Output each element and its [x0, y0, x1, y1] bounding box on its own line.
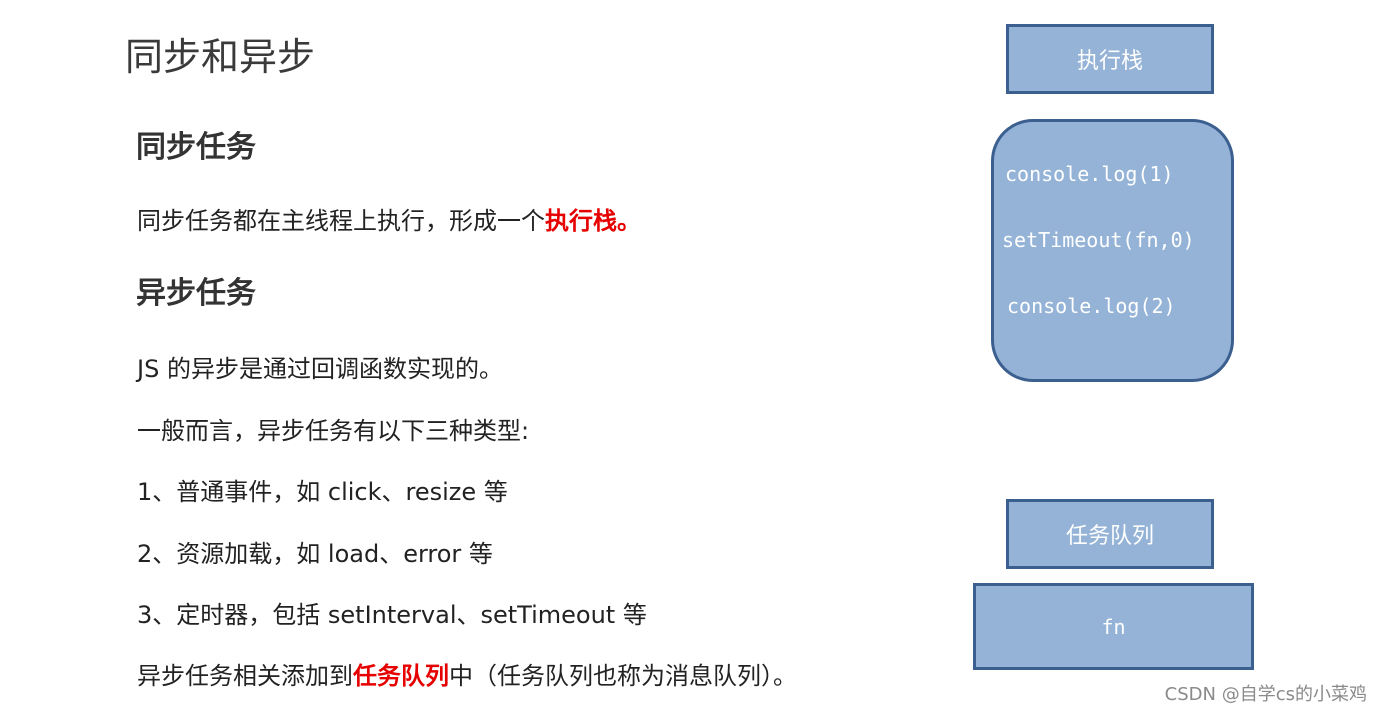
- sync-desc-highlight: 执行栈。: [545, 207, 641, 235]
- stack-item: console.log(1): [1005, 162, 1174, 186]
- async-summary-highlight: 任务队列: [353, 662, 449, 690]
- async-types-intro: 一般而言，异步任务有以下三种类型:: [137, 417, 530, 445]
- execution-stack-box: console.log(1) setTimeout(fn,0) console.…: [991, 119, 1234, 382]
- sync-desc-text: 同步任务都在主线程上执行，形成一个: [137, 207, 545, 235]
- task-queue-box: fn: [973, 583, 1254, 670]
- execution-stack-label: 执行栈: [1076, 49, 1143, 74]
- task-queue-label-box: 任务队列: [1006, 499, 1214, 569]
- async-type-timers: 3、定时器，包括 setInterval、setTimeout 等: [137, 601, 647, 629]
- watermark: CSDN @自学cs的小菜鸡: [1164, 684, 1367, 705]
- queue-item: fn: [1101, 614, 1126, 639]
- async-summary-line: 异步任务相关添加到任务队列中（任务队列也称为消息队列）。: [137, 656, 797, 691]
- async-type-events: 1、普通事件，如 click、resize 等: [137, 478, 508, 506]
- async-callback-line: JS 的异步是通过回调函数实现的。: [137, 355, 503, 383]
- stack-item: setTimeout(fn,0): [1002, 228, 1195, 252]
- execution-stack-label-box: 执行栈: [1006, 24, 1214, 94]
- async-summary-prefix: 异步任务相关添加到: [137, 662, 353, 690]
- async-summary-suffix: 中（任务队列也称为消息队列）。: [449, 662, 797, 690]
- task-queue-label: 任务队列: [1065, 524, 1154, 549]
- page-title: 同步和异步: [125, 35, 316, 79]
- sync-tasks-heading: 同步任务: [136, 130, 256, 165]
- sync-tasks-description: 同步任务都在主线程上执行，形成一个执行栈。: [137, 201, 641, 236]
- async-tasks-heading: 异步任务: [136, 276, 256, 311]
- stack-item: console.log(2): [1007, 294, 1176, 318]
- async-type-resources: 2、资源加载，如 load、error 等: [137, 540, 493, 568]
